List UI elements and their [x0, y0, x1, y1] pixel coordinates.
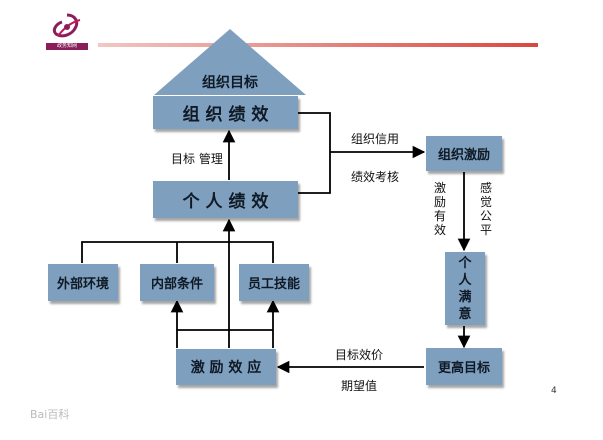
target-management-label: 目标 管理: [171, 152, 223, 166]
pyramid-shape: [154, 29, 306, 95]
org-incentive-label: 组织激励: [437, 148, 490, 163]
performance-evaluation-label: 绩效考核: [351, 170, 400, 184]
logo: 政务知网: [46, 12, 88, 50]
external-environment-box: 外部环境: [48, 264, 118, 301]
org-performance-box: 组 织 绩 效: [153, 96, 298, 129]
internal-conditions-label: 内部条件: [150, 277, 203, 292]
incentive-effective-label: 激励有效: [433, 181, 446, 237]
org-performance-label: 组 织 绩 效: [182, 105, 269, 125]
watermark-text: Bai百科: [30, 408, 70, 421]
org-incentive-box: 组织激励: [426, 136, 502, 171]
header-rule: [98, 43, 538, 47]
incentive-effect-box: 激 励 效 应: [176, 349, 276, 385]
external-environment-label: 外部环境: [56, 277, 109, 292]
incentive-effect-label: 激 励 效 应: [190, 360, 262, 376]
page-number: 4: [551, 386, 557, 396]
logo-emblem-icon: [52, 13, 81, 38]
higher-goal-label: 更高目标: [437, 361, 490, 376]
staff-skills-label: 员工技能: [247, 277, 300, 292]
staff-skills-box: 员工技能: [239, 264, 309, 301]
internal-conditions-box: 内部条件: [140, 264, 214, 301]
expectation-label: 期望值: [341, 379, 378, 393]
pyramid-top-label: 组织目标: [202, 75, 258, 91]
individual-satisfaction-label: 个人满意: [458, 255, 472, 322]
individual-performance-box: 个 人 绩 效: [153, 181, 298, 218]
logo-caption: 政务知网: [46, 43, 88, 50]
individual-performance-label: 个 人 绩 效: [182, 192, 269, 212]
perceived-fairness-label: 感觉公平: [479, 181, 492, 237]
org-credit-label: 组织信用: [351, 132, 400, 146]
target-potency-label: 目标效价: [335, 348, 384, 362]
individual-satisfaction-box: 个人满意: [445, 252, 485, 325]
higher-goal-box: 更高目标: [426, 348, 502, 385]
